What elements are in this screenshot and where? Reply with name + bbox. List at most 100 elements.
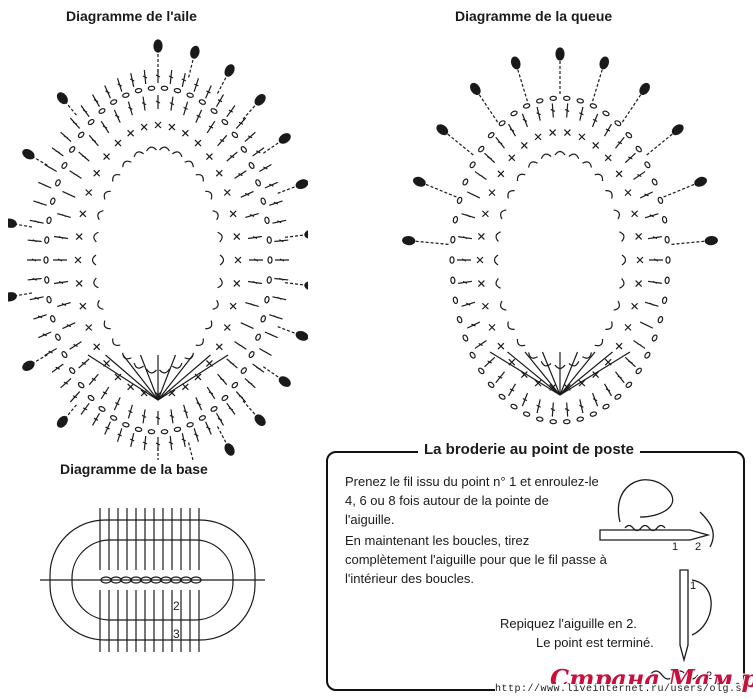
tail-stitch bbox=[633, 340, 646, 349]
tail-inner-arc bbox=[500, 300, 507, 311]
tail-inner-arc bbox=[594, 338, 604, 347]
tail-chain bbox=[450, 235, 456, 244]
wing-stitch bbox=[62, 190, 76, 198]
wing-stitch bbox=[85, 189, 93, 196]
wing-stitch bbox=[91, 94, 101, 108]
tail-picot-line bbox=[663, 181, 701, 198]
wing-stitch bbox=[223, 324, 231, 331]
tail-chain bbox=[665, 256, 671, 264]
tail-fan-line bbox=[559, 351, 579, 396]
tail-inner-arc bbox=[540, 361, 552, 367]
wing-stitch bbox=[234, 256, 242, 264]
wing-fan-line bbox=[157, 354, 229, 401]
tail-stitch bbox=[624, 189, 632, 197]
tail-stitch bbox=[481, 210, 489, 218]
wing-chain bbox=[77, 131, 85, 139]
wing-stitch bbox=[205, 153, 213, 161]
wing-inner-arc bbox=[195, 174, 204, 182]
wing-chain bbox=[55, 333, 61, 341]
wing-chain bbox=[122, 422, 130, 428]
illustration-label: 1 bbox=[690, 580, 697, 592]
tail-inner-arc bbox=[594, 173, 604, 182]
wing-stitch bbox=[51, 147, 64, 157]
wing-chain bbox=[46, 216, 52, 225]
tail-stitch bbox=[579, 106, 584, 121]
wing-stitch bbox=[234, 341, 247, 350]
tail-chain bbox=[644, 351, 651, 359]
wing-stitch bbox=[168, 123, 176, 131]
wing-stitch bbox=[269, 200, 283, 206]
wing-chain bbox=[44, 276, 50, 284]
tail-stitch bbox=[507, 383, 517, 397]
picot-dot bbox=[304, 229, 308, 239]
wing-stitch bbox=[194, 139, 202, 147]
tail-stitch bbox=[644, 213, 659, 219]
tail-stitch bbox=[488, 189, 496, 197]
picot-dot bbox=[295, 179, 308, 190]
tail-stitch bbox=[592, 371, 600, 379]
wing-inner-arc bbox=[217, 277, 223, 289]
tail-fan-line bbox=[541, 351, 561, 396]
tail-chain bbox=[522, 103, 531, 109]
tail-stitch bbox=[550, 103, 556, 118]
wing-stitch bbox=[229, 302, 237, 310]
tail-chain bbox=[522, 411, 531, 417]
wing-inner-arc bbox=[112, 174, 121, 182]
wing-chain bbox=[210, 108, 218, 115]
tail-stitch bbox=[615, 371, 625, 384]
wing-chain bbox=[43, 256, 49, 264]
wing-stitch bbox=[215, 169, 223, 177]
tail-chain bbox=[562, 419, 571, 425]
tail-picot-line bbox=[408, 240, 449, 245]
tail-chain bbox=[635, 145, 642, 153]
wing-chain bbox=[61, 161, 68, 169]
wing-stitch bbox=[141, 409, 147, 424]
tail-stitch bbox=[603, 383, 613, 397]
tail-inner-arc bbox=[495, 231, 501, 242]
watermark-url: http://www.liveinternet.ru/users/olg.s bbox=[495, 684, 743, 695]
wing-stitch bbox=[205, 421, 212, 435]
picot-dot bbox=[304, 281, 308, 291]
tail-inner-arc bbox=[516, 338, 526, 347]
wing-chain bbox=[264, 216, 270, 225]
picot-dot bbox=[671, 124, 684, 136]
tail-inner-arc bbox=[568, 153, 580, 159]
picot-dot bbox=[8, 218, 17, 228]
tail-inner-arc bbox=[621, 254, 627, 266]
tail-stitch bbox=[631, 302, 639, 310]
wing-chain bbox=[267, 256, 273, 264]
wing-inner-arc bbox=[133, 362, 144, 369]
wing-chain bbox=[160, 429, 169, 435]
illustration-label: 2 bbox=[706, 670, 713, 682]
picot-dot bbox=[278, 133, 291, 144]
wing-picot-line bbox=[10, 292, 33, 298]
tail-stitch bbox=[461, 301, 476, 307]
wing-chain bbox=[260, 197, 267, 205]
tail-chain bbox=[661, 296, 668, 305]
wing-chain bbox=[198, 99, 207, 105]
embroidery-box-title: La broderie au point de poste bbox=[418, 441, 641, 458]
tail-chain bbox=[625, 381, 633, 388]
wing-stitch bbox=[53, 258, 67, 262]
wing-stitch bbox=[233, 233, 241, 240]
wing-chain bbox=[240, 146, 247, 153]
wing-stitch bbox=[27, 277, 42, 281]
wing-inner-arc bbox=[212, 299, 219, 310]
wing-stitch bbox=[235, 117, 247, 129]
wing-stitch bbox=[60, 377, 72, 389]
tail-stitch bbox=[603, 123, 613, 137]
wing-stitch bbox=[217, 373, 228, 386]
wing-stitch bbox=[234, 170, 247, 179]
tail-chain bbox=[456, 196, 463, 205]
wing-crochet-diagram bbox=[8, 39, 308, 460]
wing-stitch bbox=[155, 95, 161, 109]
wing-stitch bbox=[91, 412, 101, 426]
tail-stitch bbox=[521, 392, 529, 407]
tail-stitch bbox=[458, 280, 473, 284]
wing-inner-arc bbox=[103, 190, 111, 200]
wing-inner-arc bbox=[122, 160, 132, 168]
illustration-label: 1 bbox=[672, 541, 679, 553]
wing-stitch bbox=[140, 123, 148, 131]
tail-fan-line bbox=[507, 351, 561, 396]
wing-stitch bbox=[53, 280, 69, 285]
